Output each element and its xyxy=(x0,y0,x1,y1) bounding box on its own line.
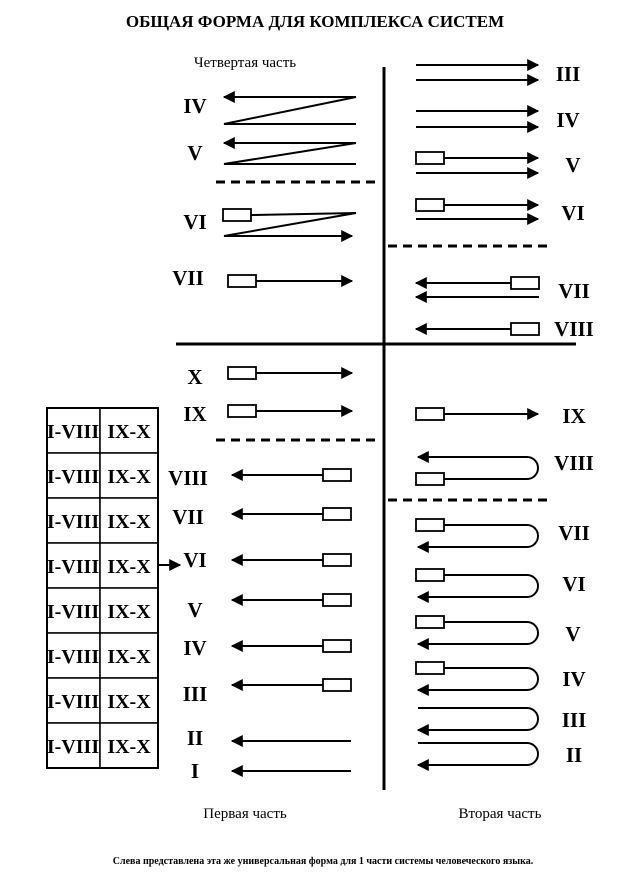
table-cell-text: IX-X xyxy=(107,556,151,578)
q2-numeral: III xyxy=(562,708,587,732)
table-cell xyxy=(99,452,159,499)
block xyxy=(322,507,352,521)
table-cell xyxy=(46,452,101,499)
block xyxy=(415,661,445,675)
loop-arrow xyxy=(416,621,539,650)
table-cell-text: I-VIII xyxy=(47,736,99,758)
table-cell-text: IX-X xyxy=(107,511,151,533)
block xyxy=(510,276,540,290)
q2-numeral: V xyxy=(565,622,580,646)
q4-numeral: V xyxy=(187,141,202,165)
block xyxy=(322,639,352,653)
table-cell xyxy=(99,677,159,724)
table-cell-text: I-VIII xyxy=(47,511,99,533)
first-part-label: Первая часть xyxy=(203,806,287,822)
q1-numeral: III xyxy=(183,682,208,706)
q2-numeral: VII xyxy=(558,521,590,545)
block xyxy=(415,198,445,212)
block xyxy=(415,472,445,486)
block xyxy=(415,151,445,165)
table-border xyxy=(46,407,159,769)
block xyxy=(415,615,445,629)
q2-numeral: IV xyxy=(562,667,585,691)
block xyxy=(227,404,257,418)
q3-numeral: VI xyxy=(561,201,584,225)
footnote: Слева представлена эта же универсальная … xyxy=(113,856,534,867)
q1-numeral: II xyxy=(187,726,203,750)
q1-numeral: I xyxy=(191,759,199,783)
q3-numeral: III xyxy=(556,62,581,86)
q1-numeral: VI xyxy=(183,548,206,572)
table-cell xyxy=(99,497,159,544)
fourth-part-label: Четвертая часть xyxy=(194,55,296,71)
q2-numeral: II xyxy=(566,743,582,767)
zigzag-arrow xyxy=(223,212,357,237)
loop-arrow xyxy=(416,524,539,553)
block xyxy=(227,274,257,288)
systems-table: I-VIII IX-X I-VIII IX-X I-VIII IX-X I-VI… xyxy=(46,407,159,769)
block xyxy=(322,553,352,567)
table-cell xyxy=(99,632,159,679)
q2-numeral: VI xyxy=(562,572,585,596)
q4-numeral: VII xyxy=(172,266,204,290)
q1-numeral: V xyxy=(187,598,202,622)
table-cell-text: IX-X xyxy=(107,601,151,623)
table-cell-text: I-VIII xyxy=(47,466,99,488)
table-cell-text: IX-X xyxy=(107,466,151,488)
table-cell-text: I-VIII xyxy=(47,691,99,713)
loop-arrow xyxy=(416,574,539,603)
block xyxy=(510,322,540,336)
q3-numeral: V xyxy=(565,153,580,177)
q1-numeral: VIII xyxy=(168,466,208,490)
block xyxy=(227,366,257,380)
block xyxy=(322,468,352,482)
table-cell xyxy=(46,542,101,589)
block xyxy=(415,568,445,582)
loop-arrow xyxy=(416,667,539,696)
table-cell-text: IX-X xyxy=(107,646,151,668)
q3-numeral: VIII xyxy=(554,317,594,341)
block xyxy=(322,593,352,607)
q4-numeral: VI xyxy=(183,210,206,234)
table-cell xyxy=(99,722,159,769)
q4-numeral: IV xyxy=(183,94,206,118)
zigzag-arrow xyxy=(223,96,357,125)
page-title: ОБЩАЯ ФОРМА ДЛЯ КОМПЛЕКСА СИСТЕМ xyxy=(126,12,504,31)
q1-numeral: X xyxy=(187,365,202,389)
table-cell-text: I-VIII xyxy=(47,421,99,443)
q2-numeral: IX xyxy=(562,404,585,428)
block xyxy=(415,518,445,532)
table-cell-text: I-VIII xyxy=(47,556,99,578)
block xyxy=(415,407,445,421)
q1-numeral: IV xyxy=(183,636,206,660)
block xyxy=(222,208,252,222)
table-cell-text: I-VIII xyxy=(47,601,99,623)
loop-arrow xyxy=(416,742,539,771)
q3-numeral: VII xyxy=(558,279,590,303)
q3-numeral: IV xyxy=(556,108,579,132)
zigzag-arrow xyxy=(223,142,357,165)
q1-numeral: IX xyxy=(183,402,206,426)
table-cell-text: I-VIII xyxy=(47,646,99,668)
table-cell-text: IX-X xyxy=(107,736,151,758)
table-cell-text: IX-X xyxy=(107,421,151,443)
q2-numeral: VIII xyxy=(554,451,594,475)
q1-numeral: VII xyxy=(172,505,204,529)
second-part-label: Вторая часть xyxy=(459,806,542,822)
block xyxy=(322,678,352,692)
table-cell-text: IX-X xyxy=(107,691,151,713)
loop-arrow xyxy=(416,451,539,480)
loop-arrow xyxy=(416,707,539,736)
